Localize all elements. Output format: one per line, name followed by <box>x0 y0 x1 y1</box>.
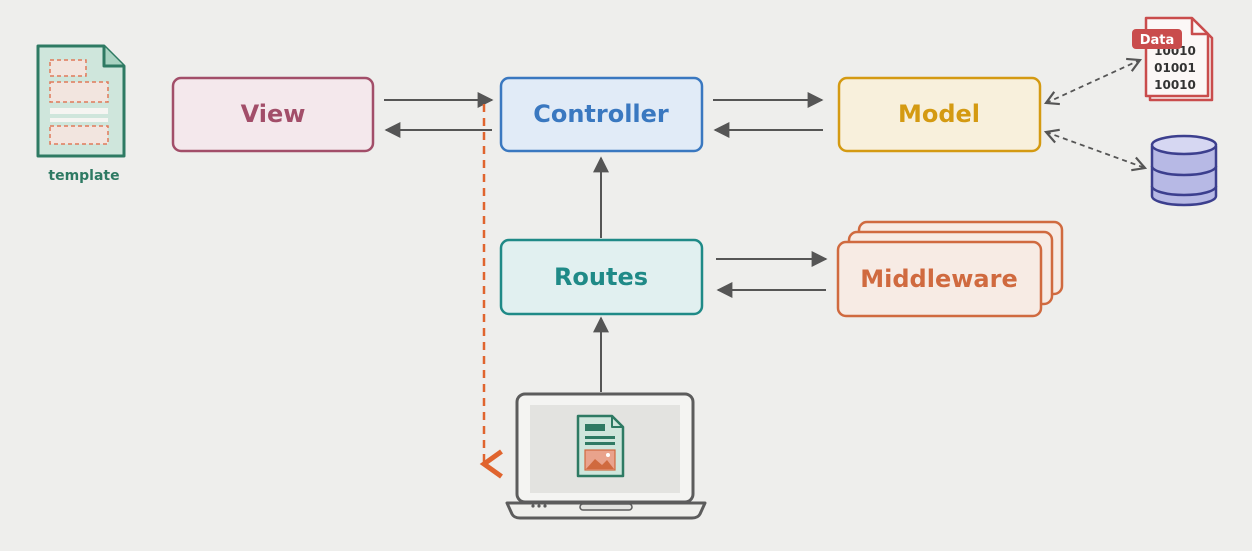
arrow-model-data <box>1043 57 1143 106</box>
middleware-label: Middleware <box>860 265 1017 293</box>
model-label: Model <box>898 100 980 128</box>
controller-label: Controller <box>533 100 669 128</box>
data-badge-label: Data <box>1140 33 1175 48</box>
connector-arrows <box>384 92 828 392</box>
model-node: Model <box>837 76 1042 153</box>
data-file-icon: 10010 01001 10010 Data <box>1132 16 1214 102</box>
arrow-model-database <box>1043 128 1148 172</box>
model-storage-arrows <box>1043 57 1148 172</box>
rendered-page-icon <box>576 414 625 478</box>
data-bits-line-3: 10010 <box>1154 78 1196 92</box>
template-label: template <box>48 168 119 184</box>
routes-label: Routes <box>554 263 648 291</box>
data-badge <box>1132 29 1182 49</box>
template-file-icon <box>36 44 126 158</box>
view-label: View <box>241 100 306 128</box>
routes-node: Routes <box>499 238 704 316</box>
middleware-node: Middleware <box>836 220 1064 318</box>
controller-node: Controller <box>499 76 704 153</box>
laptop-icon <box>505 392 707 520</box>
data-bits-line-2: 01001 <box>1154 61 1196 75</box>
view-node: View <box>171 76 375 153</box>
database-icon <box>1150 134 1218 207</box>
